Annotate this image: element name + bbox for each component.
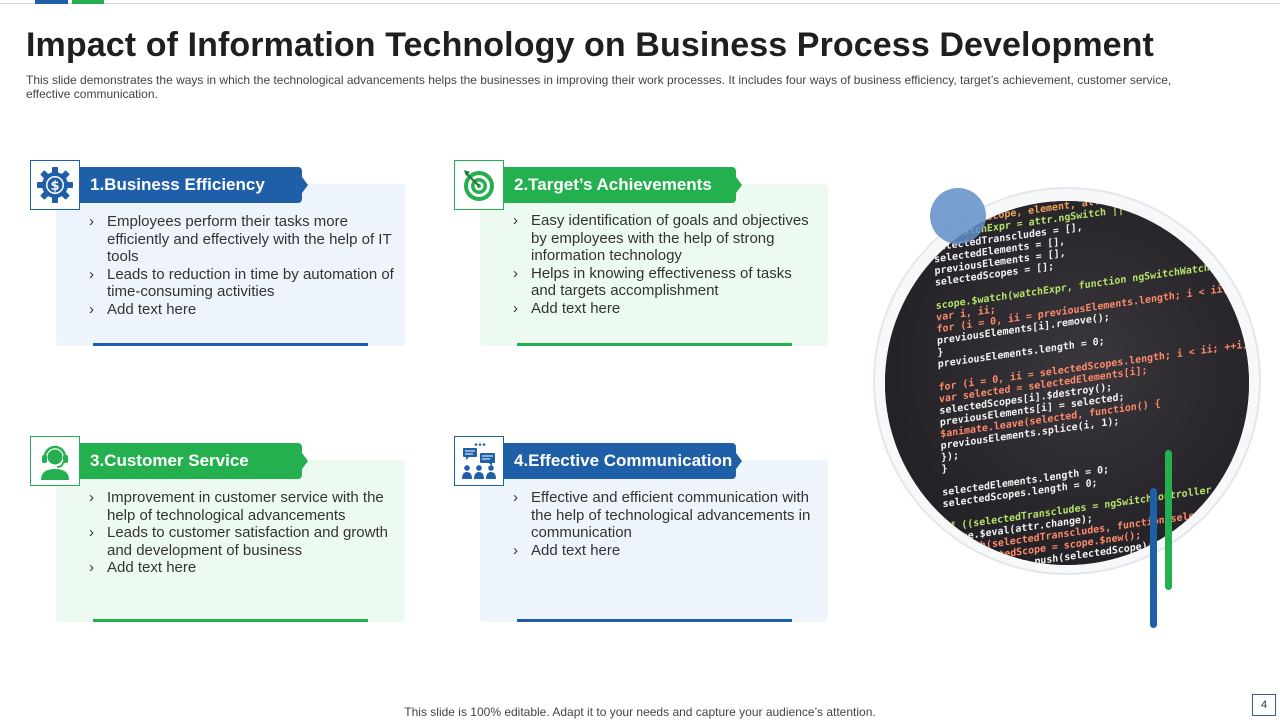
list-item: ›Add text here [513,299,621,317]
chevron-right-icon: › [513,541,518,559]
list-item: ›Easy identification of goals and object… [513,212,809,264]
team-communication-icon [462,443,496,479]
card-business-efficiency-icon-box: $ [30,160,80,210]
top-accent-blue [35,0,68,4]
card-customer-service-bg [56,460,405,622]
chevron-right-icon: › [513,489,518,506]
list-item: ›Effective and efficient communication w… [513,489,811,541]
card-effective-communication-underline [517,619,792,622]
card-targets-achievements-bg [480,184,828,346]
chevron-right-icon: › [513,264,518,282]
code-screen-photo: function(scope, element, attr, ngSwitchC… [885,201,1249,565]
list-item: ›Add text here [89,559,197,576]
card-targets-achievements-heading: 2.Target’s Achievements [504,167,736,203]
list-item: ›Leads to reduction in time by automatio… [89,265,394,301]
card-customer-service-underline [93,619,368,622]
list-item: ›Helps in knowing effectiveness of tasks… [513,264,792,300]
card-business-efficiency-heading: 1.Business Efficiency [80,167,302,203]
chevron-right-icon: › [89,524,94,541]
decorative-blue-circle [930,188,986,244]
top-accent-green [72,0,104,4]
card-effective-communication-bg [480,460,828,622]
list-item: ›Leads to customer satisfaction and grow… [89,524,388,559]
svg-text:$: $ [50,179,59,194]
chevron-right-icon: › [89,559,94,576]
slide-title: Impact of Information Technology on Busi… [26,26,1154,64]
card-business-efficiency-underline [93,343,368,346]
page-number: 4 [1252,694,1276,716]
code-line: } [937,347,943,359]
decorative-green-bar [1165,450,1172,590]
list-item: ›Improvement in customer service with th… [89,489,384,524]
decorative-blue-bar [1150,488,1157,628]
headset-agent-icon [41,445,69,480]
slide-subtitle: This slide demonstrates the ways in whic… [26,73,1172,101]
footer-note: This slide is 100% editable. Adapt it to… [404,705,876,719]
card-targets-achievements-bullets: ›Easy identification of goals and object… [513,212,813,317]
chevron-right-icon: › [89,489,94,506]
card-effective-communication-heading: 4.Effective Communication [504,443,736,479]
code-line: } [941,463,947,475]
dollar-gear-icon: $ [37,167,73,203]
card-customer-service-bullets: ›Improvement in customer service with th… [89,489,399,577]
banner-tip [736,177,742,193]
banner-tip [736,453,742,469]
card-customer-service-heading: 3.Customer Service [80,443,302,479]
code-line: }); [941,450,959,464]
card-business-efficiency-bullets: ›Employees perform their tasks more effi… [89,213,399,318]
card-business-efficiency-bg [56,184,405,346]
list-item: ›Add text here [89,300,197,318]
banner-tip [302,453,308,469]
banner-tip [302,177,308,193]
card-targets-achievements-underline [517,343,792,346]
list-item: ›Employees perform their tasks more effi… [89,213,392,265]
card-effective-communication-icon-box [454,436,504,486]
chevron-right-icon: › [89,265,94,283]
card-customer-service-icon-box [30,436,80,486]
card-targets-achievements-icon-box [454,160,504,210]
target-icon [464,170,494,201]
code-screen-image: function(scope, element, attr, ngSwitchC… [885,201,1249,565]
chevron-right-icon: › [89,213,94,230]
card-effective-communication-bullets: ›Effective and efficient communication w… [513,489,813,559]
chevron-right-icon: › [513,299,518,317]
chevron-right-icon: › [513,212,518,229]
chevron-right-icon: › [89,300,94,318]
top-divider [0,3,1280,4]
list-item: ›Add text here [513,541,621,559]
